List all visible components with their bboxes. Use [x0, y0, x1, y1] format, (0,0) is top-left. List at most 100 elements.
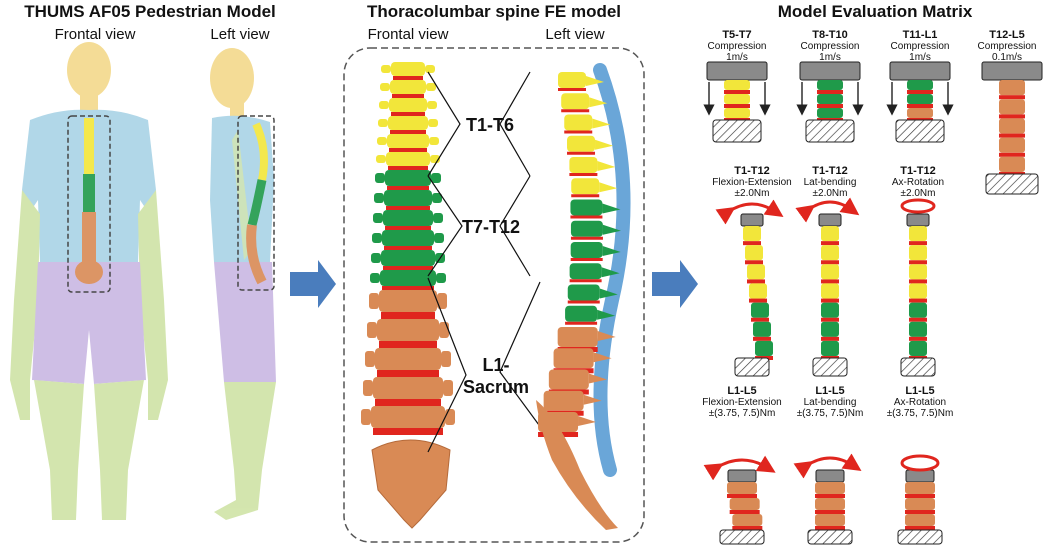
test-magnitude: 1m/s — [726, 52, 748, 63]
test-disc — [821, 317, 839, 322]
frontal-process — [379, 101, 389, 109]
lat-bending-moment-arrow-lumbar — [793, 453, 862, 479]
frontal-process — [441, 351, 451, 367]
frontal-process — [425, 65, 435, 73]
frontal-process — [377, 137, 387, 145]
test-vertebra — [724, 94, 750, 104]
frontal-process — [426, 83, 436, 91]
spine-model-frame — [343, 47, 645, 543]
loading-plate — [905, 469, 935, 483]
frontal-disc — [373, 428, 443, 435]
left-disc — [567, 300, 600, 304]
test-disc — [821, 260, 839, 265]
frontal-process — [432, 193, 442, 203]
test-disc — [749, 298, 767, 303]
left-spinous-process — [597, 161, 616, 171]
test-vertebra — [747, 264, 765, 280]
test-fixture — [895, 119, 945, 143]
frontal-process — [439, 322, 449, 338]
test-vertebra — [909, 283, 927, 299]
frontal-process — [378, 119, 388, 127]
rotation-moment-arrow-lumbar — [900, 454, 940, 472]
frontal-process — [373, 213, 383, 223]
frontal-process — [381, 65, 391, 73]
panel3-title: Model Evaluation Matrix — [777, 2, 973, 21]
test-load: Flexion-Extension — [702, 397, 782, 408]
left-disc — [570, 236, 603, 240]
test-disc — [905, 494, 935, 498]
test-magnitude: ±2.0Nm — [734, 188, 770, 199]
test-disc — [909, 241, 927, 246]
panel2-frontal-label: Frontal view — [367, 26, 449, 43]
segment-label-t7-t12: T7-T12 — [461, 217, 521, 237]
test-disc — [815, 510, 845, 514]
test-vertebra — [909, 264, 927, 280]
left-spinous-process — [583, 394, 602, 405]
frontal-process — [443, 380, 453, 396]
loading-plate — [906, 213, 930, 227]
left-spinous-process — [602, 203, 621, 214]
test-disc — [909, 260, 927, 265]
test-vertebra — [753, 321, 771, 337]
test-disc — [751, 317, 769, 322]
test-disc — [743, 241, 761, 246]
left-spinous-process — [597, 331, 616, 341]
left-spinous-process — [593, 352, 612, 363]
test-segment: L1-L5 — [727, 385, 757, 397]
frontal-disc — [390, 130, 426, 134]
left-vertebra — [565, 305, 598, 322]
test-vertebra — [821, 264, 839, 280]
left-sacrum — [536, 400, 618, 530]
test-vertebra — [905, 482, 935, 494]
frontal-process — [431, 173, 441, 183]
test-vertebra — [821, 302, 839, 318]
frontal-vertebra — [389, 98, 427, 112]
test-disc — [821, 279, 839, 284]
flow-arrow-1 — [290, 260, 336, 308]
flow-arrow-2 — [652, 260, 698, 308]
test-disc — [821, 298, 839, 303]
test-segment: T1-T12 — [734, 165, 770, 177]
test-vertebra — [815, 514, 845, 526]
left-spinous-process — [592, 118, 611, 129]
test-load: Flexion-Extension — [712, 177, 792, 188]
frontal-process — [361, 409, 371, 425]
panel1-left-label: Left view — [210, 26, 270, 43]
test-load: Compression — [707, 41, 767, 52]
test-vertebra — [909, 340, 927, 356]
frontal-process — [365, 351, 375, 367]
test-vertebra — [907, 94, 933, 104]
left-spinous-process — [578, 416, 597, 426]
left-vertebra — [564, 114, 593, 131]
left-vertebra — [569, 263, 602, 280]
test-vertebra — [724, 108, 750, 118]
test-segment: T12-L5 — [989, 29, 1025, 41]
loading-plate — [981, 61, 1043, 81]
frontal-vertebra — [384, 190, 432, 206]
left-spinous-process — [595, 139, 614, 150]
test-disc — [724, 104, 750, 108]
loading-plate — [818, 213, 842, 227]
test-vertebra — [749, 283, 767, 299]
test-magnitude: ±(3.75, 7.5)Nm — [708, 408, 776, 419]
frontal-process — [372, 233, 382, 243]
left-spinous-process — [599, 182, 618, 193]
test-magnitude: 1m/s — [819, 52, 841, 63]
flexion-moment-arrow — [715, 199, 784, 225]
test-magnitude: ±(3.75, 7.5)Nm — [796, 408, 864, 419]
frontal-vertebra — [385, 170, 431, 186]
test-disc — [821, 241, 839, 246]
test-vertebra — [817, 94, 843, 104]
panel1-frontal-label: Frontal view — [54, 26, 136, 43]
left-disc — [569, 173, 598, 176]
left-vertebra — [570, 199, 603, 216]
test-vertebra — [999, 156, 1025, 172]
test-vertebra — [727, 482, 757, 494]
test-disc — [753, 336, 771, 341]
test-disc — [817, 104, 843, 108]
test-fixture — [712, 119, 762, 143]
frontal-process — [363, 380, 373, 396]
test-disc — [729, 510, 760, 514]
test-segment: T1-T12 — [900, 165, 936, 177]
